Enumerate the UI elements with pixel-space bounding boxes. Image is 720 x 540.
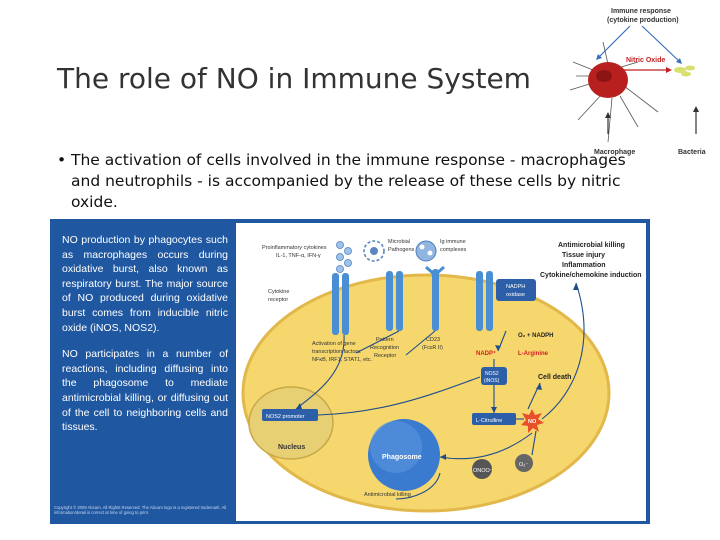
- tf-label-3: NFκB, IRF1, STAT1, etc.: [312, 357, 372, 363]
- l-citrulline-label: L-Citrulline: [476, 418, 502, 424]
- arrow-head: [676, 58, 682, 64]
- bullet-text: The activation of cells involved in the …: [71, 151, 626, 211]
- slide-title: The role of NO in Immune System: [57, 62, 531, 95]
- no-pathway-diagram: Proinflammatory cytokines IL-1, TNF-α, I…: [236, 223, 646, 521]
- immune-response-label-1: Immune response: [611, 8, 671, 15]
- panel-paragraph-2: NO participates in a number of reactions…: [62, 348, 228, 434]
- pathogen-icon: [363, 240, 385, 262]
- arrow-to-bacteria: [641, 25, 681, 63]
- nucleus: [248, 386, 334, 460]
- o2-nadph-label: O₂ + NADPH: [518, 333, 554, 339]
- cytokine-receptor-label-1: Cytokine: [268, 289, 289, 295]
- ig-complex-icon: [415, 240, 437, 262]
- pattern-recognition-receptor: [386, 271, 403, 331]
- pathway-arrows: [295, 282, 585, 500]
- effect-antimicrobial-killing: Antimicrobial killing: [558, 242, 625, 249]
- no-label: NO: [528, 419, 537, 425]
- ig-immune-label-2: complexes: [440, 247, 467, 253]
- antimicrobial-killing-label: Antimicrobial killing: [364, 492, 411, 498]
- effect-cytokine-induction: Cytokine/chemokine induction: [540, 272, 642, 279]
- bullet-dot: •: [57, 151, 67, 169]
- proinflammatory-label-2: IL-1, TNF-α, IFN-γ: [276, 253, 321, 259]
- superoxide-circle: [515, 454, 533, 472]
- macrophage-label: Macrophage: [594, 149, 635, 156]
- nos2-enzyme-label-1: NOS2: [485, 371, 499, 377]
- proinflammatory-label-1: Proinflammatory cytokines: [262, 245, 327, 251]
- cd23-label-1: CD23: [426, 337, 440, 343]
- immune-response-label-2: (cytokine production): [607, 17, 679, 24]
- nitric-oxide-label: Nitric Oxide: [626, 57, 665, 64]
- cell-death-label: Cell death: [538, 374, 571, 381]
- bacteria-label: Bacteria: [678, 149, 706, 156]
- arrow-head: [596, 54, 602, 60]
- cd23-label-2: (FcεR II): [422, 345, 443, 351]
- cytokine-receptor: [332, 273, 349, 335]
- nadph-oxidase-label-2: oxidase: [506, 292, 525, 298]
- pattern-recognition-label-1: Pattern: [376, 337, 394, 343]
- cd23-receptor: [425, 265, 445, 331]
- bullet-point: • The activation of cells involved in th…: [57, 150, 627, 213]
- effect-inflammation: Inflammation: [562, 262, 606, 269]
- phagosome: [368, 419, 440, 491]
- pattern-recognition-label-3: Receptor: [374, 353, 396, 359]
- cytokine-receptor-label-2: receptor: [268, 297, 288, 303]
- panel-paragraph-1: NO production by phagocytes such as macr…: [62, 234, 228, 334]
- nos2-promoter-label: NOS2 promoter: [266, 414, 305, 420]
- copyright-note: Copyright © 2009 Abcam. All Rights Reser…: [54, 505, 227, 515]
- no-star: [521, 409, 544, 433]
- onoo-circle: [472, 459, 492, 479]
- superoxide-label: O₂⁻: [519, 462, 528, 468]
- nos2-enzyme: [481, 367, 507, 385]
- pattern-recognition-label-2: Recognition: [370, 345, 399, 351]
- phagosome-label: Phagosome: [382, 454, 422, 461]
- nadph-oxidase-label-1: NADPH: [506, 284, 525, 290]
- bacteria-cluster: [674, 65, 695, 77]
- nucleus-label: Nucleus: [278, 444, 305, 451]
- macrophage-cell: [569, 41, 659, 143]
- cytokine-molecules: [336, 241, 352, 273]
- no-production-panel: NO production by phagocytes such as macr…: [50, 219, 650, 524]
- effect-tissue-injury: Tissue injury: [562, 252, 605, 259]
- panel-description: NO production by phagocytes such as macr…: [62, 233, 228, 447]
- onoo-label: ONOO⁻: [473, 468, 493, 474]
- microbial-pathogen-label-2: Pathogens: [388, 247, 415, 253]
- nadph-oxidase: [476, 271, 536, 331]
- microbial-pathogen-label-1: Microbial: [388, 239, 410, 245]
- nadp-label: NADP⁺: [476, 350, 496, 357]
- ig-immune-label-1: Ig immune: [440, 239, 466, 245]
- tf-label-2: transcription factors:: [312, 349, 362, 355]
- l-arginine-label: L-Arginine: [518, 351, 549, 357]
- tf-label-1: Activation of gene: [312, 341, 356, 347]
- arrow-to-macrophage: [597, 25, 631, 59]
- l-citrulline-box: [472, 413, 516, 425]
- effects-list: Antimicrobial killing Tissue injury Infl…: [540, 242, 642, 279]
- nos2-enzyme-label-2: (iNOS): [484, 378, 500, 384]
- macrophage-figure: Immune response (cytokine production) Ni…: [569, 8, 706, 156]
- arrow-heads: [296, 283, 579, 460]
